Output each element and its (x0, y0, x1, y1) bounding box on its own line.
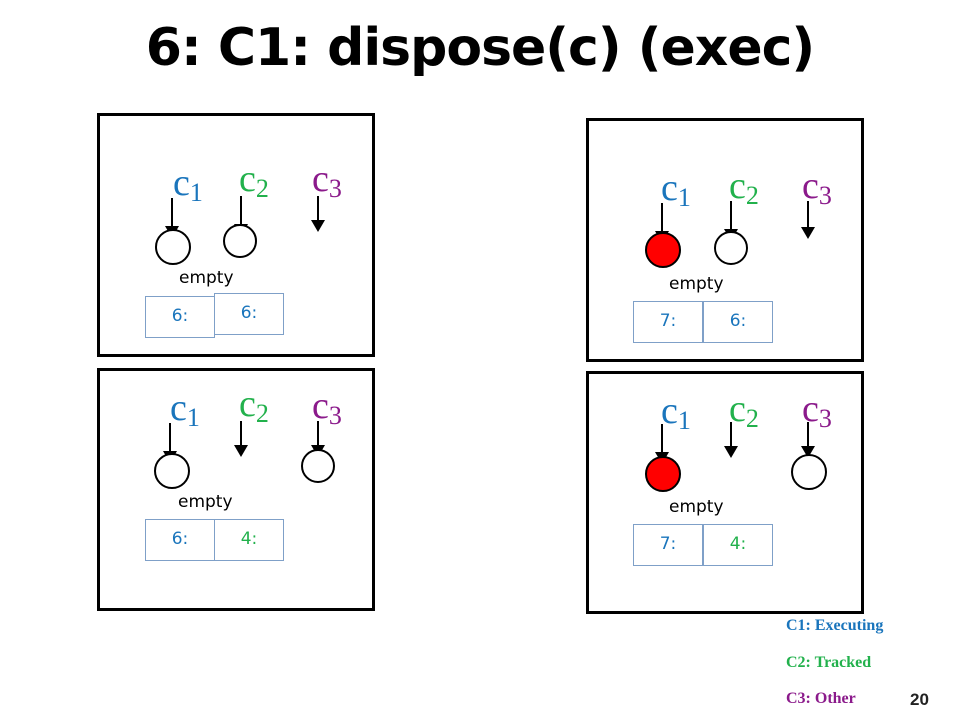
panel-bottom-left: c1 c2 c3 empty 6: 4: (97, 368, 375, 611)
pointer-arrow-c2 (724, 422, 738, 458)
pointer-arrow-c2 (234, 421, 248, 457)
cell-right: 4: (703, 524, 773, 566)
var-c1-label: c1 (661, 167, 691, 212)
cell-right: 4: (214, 519, 284, 561)
var-c1-label: c1 (661, 390, 691, 435)
legend-executing: C1: Executing (786, 617, 884, 634)
pointer-arrow-c3 (311, 196, 325, 232)
node-c2 (714, 231, 748, 265)
panel-top-left: c1 c2 c3 empty 6: 6: (97, 113, 375, 357)
node-c1-executing (645, 456, 681, 492)
node-c1 (154, 453, 190, 489)
legend-other: C3: Other (786, 690, 856, 707)
cell-right: 6: (214, 293, 284, 335)
cell-left: 7: (633, 524, 703, 566)
node-c1-executing (645, 232, 681, 268)
empty-label: empty (178, 492, 233, 512)
pointer-arrow-c3 (801, 201, 815, 239)
cell-right: 6: (703, 301, 773, 343)
var-c1-label: c1 (170, 387, 200, 432)
var-c3-label: c3 (802, 165, 832, 210)
pointer-arrow-c3 (801, 422, 815, 458)
node-c3 (791, 454, 827, 490)
page-number: 20 (910, 690, 929, 709)
var-c2-label: c2 (729, 165, 759, 210)
cell-left: 6: (145, 519, 215, 561)
cell-left: 7: (633, 301, 703, 343)
var-c1-label: c1 (173, 162, 203, 207)
slide-title: 6: C1: dispose(c) (exec) (145, 18, 815, 78)
empty-label: empty (669, 274, 724, 294)
var-c2-label: c2 (239, 158, 269, 203)
var-c2-label: c2 (239, 383, 269, 428)
cell-left: 6: (145, 296, 215, 338)
var-c3-label: c3 (312, 385, 342, 430)
legend-tracked: C2: Tracked (786, 654, 872, 671)
empty-label: empty (179, 268, 234, 288)
panel-bottom-right: c1 c2 c3 empty 7: 4: (586, 371, 864, 614)
node-c2 (223, 224, 257, 258)
node-c1 (155, 229, 191, 265)
var-c2-label: c2 (729, 388, 759, 433)
panel-top-right: c1 c2 c3 empty 7: 6: (586, 118, 864, 362)
var-c3-label: c3 (802, 388, 832, 433)
var-c3-label: c3 (312, 158, 342, 203)
node-c3 (301, 449, 335, 483)
empty-label: empty (669, 497, 724, 517)
